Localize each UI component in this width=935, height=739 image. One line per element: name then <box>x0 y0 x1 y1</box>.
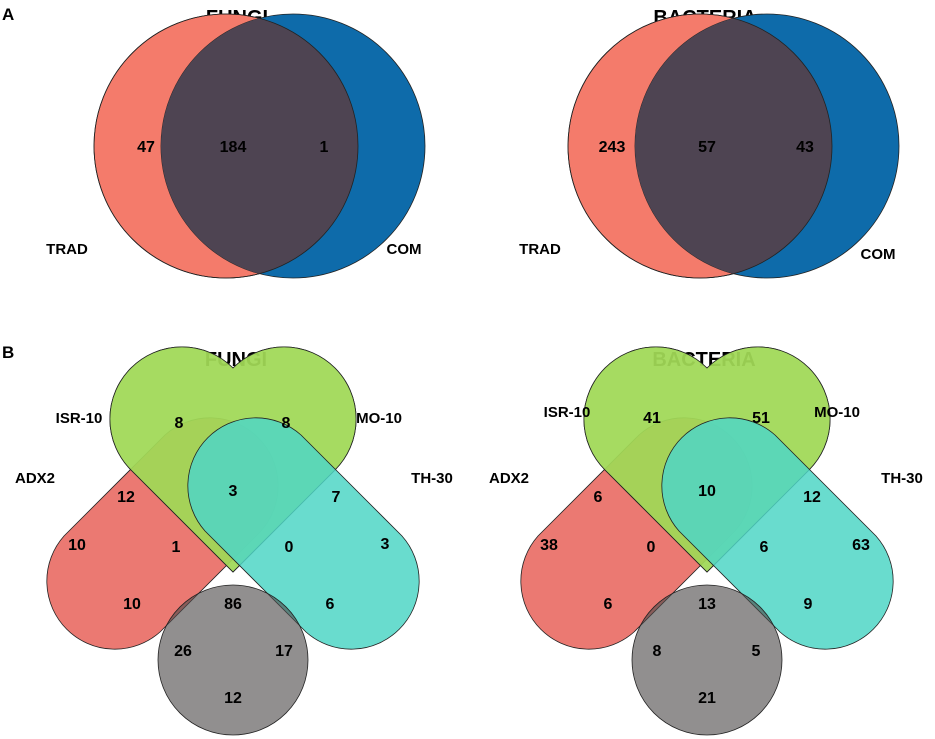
venn-b-bacteria-region: 41 <box>643 410 661 427</box>
venn-b-bacteria-adx2-label: ADX2 <box>489 470 529 487</box>
venn-b-fungi-bottom-circle <box>157 584 309 736</box>
venn-b-bacteria-region: 13 <box>698 596 716 613</box>
venn-a-fungi-outline <box>93 13 359 279</box>
venn-b-fungi-th30-label: TH-30 <box>411 470 453 487</box>
venn-b-fungi-region: 3 <box>229 483 238 500</box>
venn-b-bacteria-region: 10 <box>698 483 716 500</box>
venn-b-fungi: FUNGI ADX2 ISR-10 MO-10 TH-30 10 8 8 3 1… <box>15 346 453 736</box>
venn-a-bacteria-trad-label: TRAD <box>519 241 561 258</box>
venn-b-fungi-region: 6 <box>326 596 335 613</box>
venn-b-bacteria-th30-label: TH-30 <box>881 470 923 487</box>
venn-b-fungi-region: 3 <box>381 536 390 553</box>
venn-b-bacteria-mo10-label: MO-10 <box>814 404 860 421</box>
venn-a-bacteria-com-label: COM <box>861 246 896 263</box>
venn-b-bacteria-region: 5 <box>752 643 761 660</box>
venn-b-bacteria-th30-shape <box>661 417 894 650</box>
panel-a-label: A <box>2 5 14 24</box>
venn-b-fungi-region: 10 <box>68 537 86 554</box>
venn-b-bacteria-region: 8 <box>653 643 662 660</box>
venn-b-bacteria-region: 38 <box>540 537 558 554</box>
venn-b-fungi-region: 7 <box>332 489 341 506</box>
venn-b-fungi-th30-shape <box>187 417 420 650</box>
venn-a-bacteria-only-com: 43 <box>796 139 814 156</box>
venn-a-bacteria-only-trad: 243 <box>599 139 626 156</box>
venn-b-fungi-region: 12 <box>224 690 242 707</box>
venn-b-fungi-region: 8 <box>282 415 291 432</box>
venn-b-fungi-adx2-label: ADX2 <box>15 470 55 487</box>
venn-b-fungi-region: 0 <box>285 539 294 556</box>
venn-a-fungi-only-trad: 47 <box>137 139 155 156</box>
venn-b-bacteria-region: 6 <box>594 489 603 506</box>
venn-a-bacteria: BACTERIA 243 57 43 TRAD COM <box>519 7 900 279</box>
venn-a-fungi-overlap <box>161 14 358 278</box>
venn-b-bacteria-region: 12 <box>803 489 821 506</box>
venn-a-bacteria-shared: 57 <box>698 139 716 156</box>
venn-b-fungi-region: 17 <box>275 643 293 660</box>
venn-a-fungi-only-com: 1 <box>320 139 329 156</box>
venn-b-bacteria-region: 6 <box>604 596 613 613</box>
venn-b-bacteria-region: 6 <box>760 539 769 556</box>
venn-b-bacteria-shapes <box>520 346 894 736</box>
venn-b-fungi-region: 10 <box>123 596 141 613</box>
venn-a-fungi-com-label: COM <box>387 241 422 258</box>
venn-b-fungi-region: 1 <box>172 539 181 556</box>
venn-b-bacteria-isr10-label: ISR-10 <box>544 404 591 421</box>
venn-b-bacteria-bottom-circle <box>631 584 783 736</box>
venn-b-bacteria-region: 21 <box>698 690 716 707</box>
venn-b-bacteria-region: 63 <box>852 537 870 554</box>
panel-b-label: B <box>2 343 14 362</box>
venn-a-fungi: FUNGI 47 184 1 TRAD COM <box>46 7 426 279</box>
venn-b-fungi-region: 12 <box>117 489 135 506</box>
venn-b-bacteria-region: 9 <box>804 596 813 613</box>
venn-a-fungi-shared: 184 <box>220 139 247 156</box>
venn-b-fungi-region: 8 <box>175 415 184 432</box>
venn-b-fungi-shapes <box>46 346 420 736</box>
venn-b-fungi-region: 26 <box>174 643 192 660</box>
venn-b-bacteria: BACTERIA ADX2 ISR-10 MO-10 TH-30 38 41 5… <box>489 346 923 736</box>
venn-b-fungi-isr10-label: ISR-10 <box>56 410 103 427</box>
venn-b-fungi-region: 86 <box>224 596 242 613</box>
venn-b-bacteria-region: 0 <box>647 539 656 556</box>
venn-a-fungi-trad-label: TRAD <box>46 241 88 258</box>
venn-b-bacteria-region: 51 <box>752 410 770 427</box>
venn-a-bacteria-overlap <box>635 14 832 278</box>
venn-a-bacteria-outline <box>567 13 833 279</box>
venn-b-fungi-mo10-label: MO-10 <box>356 410 402 427</box>
